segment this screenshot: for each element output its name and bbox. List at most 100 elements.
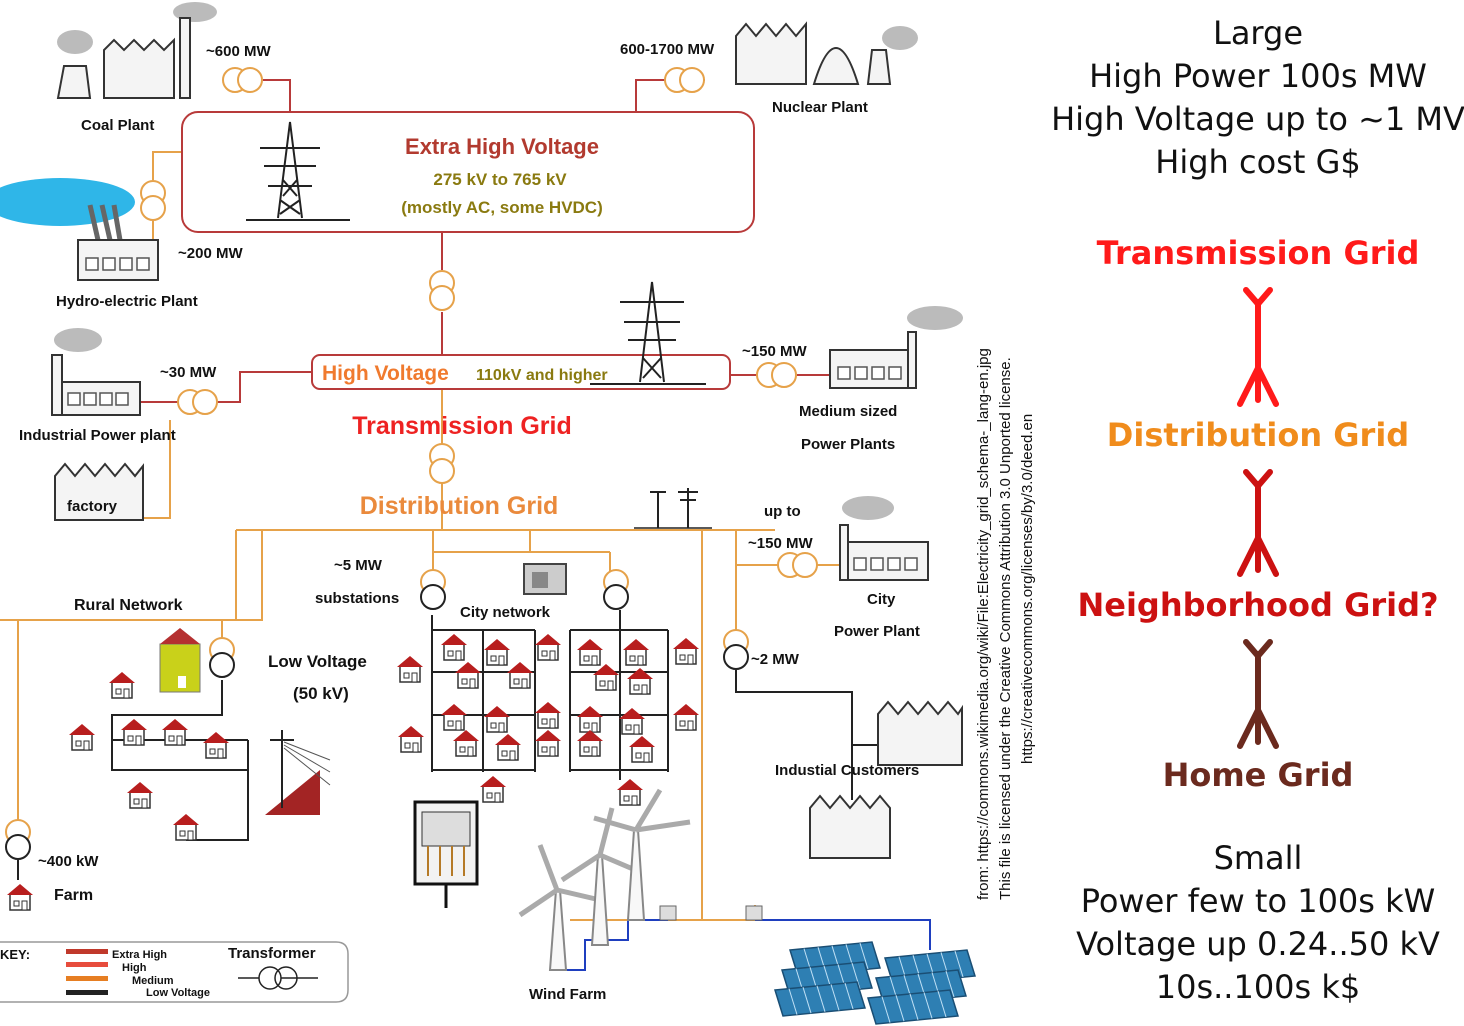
houses	[7, 634, 699, 911]
meter-cabinet-icon	[413, 800, 479, 908]
house-icon	[173, 814, 199, 841]
key-legend: KEY: Extra High High Medium Low Voltage …	[0, 941, 349, 1003]
house-icon	[535, 730, 561, 757]
hill-pole-icon	[265, 730, 331, 815]
svg-text:https://creativecommons.org/li: https://creativecommons.org/licenses/by/…	[1019, 414, 1036, 764]
svg-text:Low Voltage: Low Voltage	[146, 987, 210, 999]
house-icon	[535, 702, 561, 729]
coal-plant-icon	[56, 2, 217, 99]
medium-plant-label-1: Medium sized	[799, 403, 897, 420]
svg-text:Medium: Medium	[132, 975, 174, 987]
low-voltage-label-1: Low Voltage	[268, 652, 367, 671]
substations-power: ~5 MW	[334, 557, 383, 574]
house-icon	[453, 730, 479, 757]
house-icon	[617, 779, 643, 806]
transformer-icon	[756, 362, 797, 388]
industrial-customers-label: Industial Customers	[775, 762, 919, 779]
transformer-icon	[723, 629, 749, 670]
pylon-icon	[246, 121, 350, 221]
transformer-icon	[420, 569, 446, 610]
distribution-grid-label: Distribution Grid	[360, 492, 559, 520]
transformer-icon	[429, 270, 455, 311]
svg-text:This file is licensed under th: This file is licensed under the Creative…	[997, 357, 1014, 900]
house-icon	[673, 704, 699, 731]
coal-plant-label: Coal Plant	[81, 117, 154, 134]
nuclear-power-label: 600-1700 MW	[620, 41, 715, 58]
pylon-icon	[590, 281, 706, 385]
svg-text:Small: Small	[1214, 839, 1303, 877]
house-icon	[121, 719, 147, 746]
farm-label: Farm	[54, 887, 93, 904]
level-distribution: Distribution Grid	[1107, 416, 1409, 454]
city-power-plant-icon	[839, 496, 929, 581]
transformer-icon	[664, 67, 705, 93]
city-plant-label-1: City	[867, 591, 896, 608]
utility-pole-icon	[634, 488, 712, 529]
house-icon	[629, 736, 655, 763]
attribution: from: https://commons.wikimedia.org/wiki…	[975, 348, 1036, 900]
transformer-icon	[5, 819, 31, 860]
city-plant-label-2: Power Plant	[834, 623, 920, 640]
ehv-note: (mostly AC, some HVDC)	[401, 198, 603, 217]
wind-turbine-icon	[518, 788, 691, 971]
two-mw-label: ~2 MW	[751, 651, 800, 668]
hierarchy-arrow-icon	[1237, 639, 1279, 749]
level-home: Home Grid	[1163, 756, 1354, 794]
house-icon	[577, 730, 603, 757]
house-icon	[484, 706, 510, 733]
svg-text:High Voltage up to ~1 MV: High Voltage up to ~1 MV	[1051, 100, 1464, 138]
svg-text:Large: Large	[1213, 14, 1303, 52]
coal-power-label: ~600 MW	[206, 43, 271, 60]
low-voltage-label-2: (50 kV)	[293, 684, 349, 703]
svg-text:KEY:: KEY:	[0, 947, 30, 962]
hv-title: High Voltage	[322, 362, 449, 385]
house-icon	[127, 782, 153, 809]
svg-text:Power few to 100s kW: Power few to 100s kW	[1081, 882, 1436, 920]
svg-text:10s..100s k$: 10s..100s k$	[1156, 968, 1361, 1006]
transformer-icon	[429, 443, 455, 484]
hydro-plant-icon	[0, 178, 159, 281]
factory-label: factory	[67, 498, 118, 515]
transformer-icon	[603, 569, 629, 610]
hierarchy-arrow-icon	[1237, 469, 1279, 577]
city-plant-power: ~150 MW	[748, 535, 813, 552]
hv-range: 110kV and higher	[476, 367, 608, 384]
farm-power-label: ~400 kW	[38, 853, 99, 870]
hydro-power-label: ~200 MW	[178, 245, 243, 262]
house-icon	[7, 884, 33, 911]
house-icon	[455, 662, 481, 689]
house-icon	[577, 706, 603, 733]
industrial-plant-label: Industrial Power plant	[19, 427, 176, 444]
svg-text:Transformer: Transformer	[228, 945, 316, 962]
house-icon	[162, 719, 188, 746]
svg-text:from: https://commons.wikimedi: from: https://commons.wikimedia.org/wiki…	[975, 348, 992, 900]
house-icon	[109, 672, 135, 699]
ehv-title: Extra High Voltage	[405, 134, 599, 159]
transformer-icon	[177, 389, 218, 415]
transformer-icon	[209, 637, 235, 678]
house-icon	[441, 704, 467, 731]
house-icon	[484, 639, 510, 666]
nuclear-plant-icon	[735, 21, 918, 85]
house-icon	[535, 634, 561, 661]
substations-label: substations	[315, 590, 399, 607]
ehv-box	[181, 111, 755, 233]
medium-plant-power: ~150 MW	[742, 343, 807, 360]
level-neighborhood: Neighborhood Grid?	[1077, 586, 1438, 624]
transmission-grid-label: Transmission Grid	[352, 412, 572, 440]
hydro-plant-label: Hydro-electric Plant	[56, 293, 198, 310]
medium-plant-label-2: Power Plants	[801, 436, 895, 453]
house-icon	[577, 639, 603, 666]
svg-text:High Power 100s MW: High Power 100s MW	[1089, 57, 1427, 95]
industrial-plant-power: ~30 MW	[160, 364, 217, 381]
house-icon	[495, 734, 521, 761]
industrial-customer-icon	[809, 700, 963, 859]
transformer-icon	[777, 552, 818, 578]
svg-text:High: High	[122, 962, 147, 974]
hv-box	[311, 354, 731, 390]
svg-text:Voltage up 0.24..50 kV: Voltage up 0.24..50 kV	[1076, 925, 1440, 963]
house-icon	[673, 638, 699, 665]
svg-text:Extra High: Extra High	[112, 949, 167, 961]
house-icon	[398, 726, 424, 753]
